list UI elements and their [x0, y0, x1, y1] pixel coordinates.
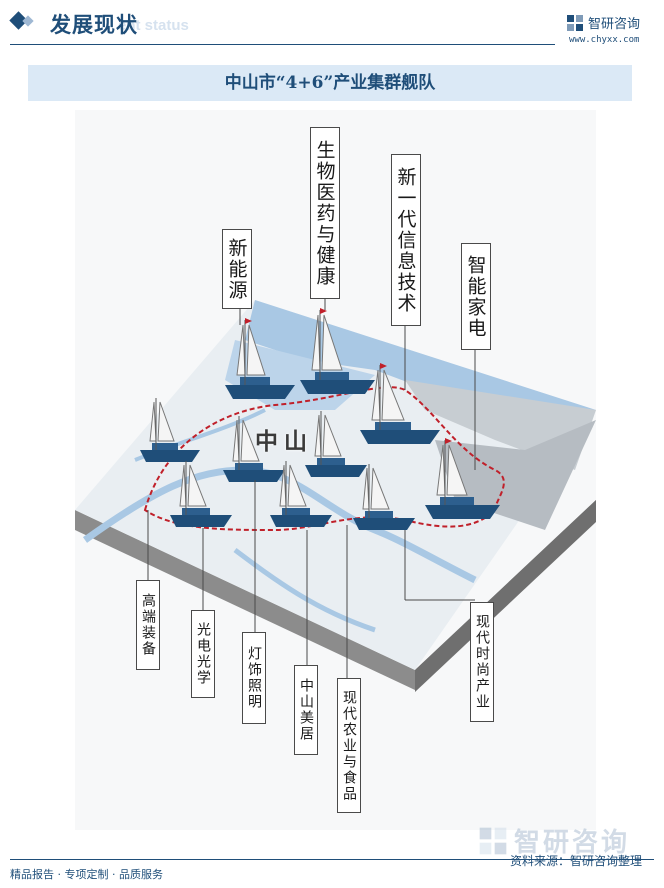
cluster-label-zhongshan-furniture: 中山美居 [294, 665, 318, 755]
page-title: 发展现状 [50, 13, 138, 37]
cluster-label-smart-appliances: 智能家电 [461, 243, 491, 350]
brand-name: 智研咨询 [588, 17, 641, 32]
map-graphic [75, 110, 596, 830]
cluster-label-modern-fashion: 现代时尚产业 [470, 602, 494, 722]
header-divider [10, 44, 555, 45]
source-note: 资料来源：智研咨询整理 [510, 854, 643, 868]
brand-icon [567, 14, 583, 31]
cluster-label-high-end-equipment: 高端装备 [136, 580, 160, 670]
city-label: 中山 [255, 428, 313, 455]
cluster-label-lighting: 灯饰照明 [242, 632, 266, 724]
map-illustration: 中山 新能源 生物医药与健康 新一代信息技术 智能家电 高端装备 光电光学 灯饰… [75, 110, 596, 830]
watermark-icon [479, 827, 507, 854]
footer-slogan: 精品报告 · 专项定制 · 品质服务 [10, 868, 163, 881]
header-bar: ent status 发展现状 智研咨询 www.chyxx.com [0, 0, 664, 48]
banner-title: 中山市“4+6”产业集群舰队 [224, 73, 436, 93]
footer-divider [10, 859, 654, 860]
title-banner: 中山市“4+6”产业集群舰队 [28, 65, 632, 101]
brand-url: www.chyxx.com [569, 35, 640, 45]
cluster-label-biomedicine: 生物医药与健康 [310, 127, 340, 299]
cluster-label-next-gen-it: 新一代信息技术 [391, 154, 421, 326]
brand-logo: 智研咨询 [566, 13, 640, 32]
watermark-logo: 智研咨询 [478, 822, 630, 859]
header-subtitle: ent status [118, 17, 189, 34]
cluster-label-new-energy: 新能源 [222, 229, 252, 309]
cluster-label-optoelectronics: 光电光学 [191, 610, 215, 698]
cluster-label-agriculture-food: 现代农业与食品 [337, 678, 361, 813]
watermark-text: 智研咨询 [514, 828, 631, 858]
